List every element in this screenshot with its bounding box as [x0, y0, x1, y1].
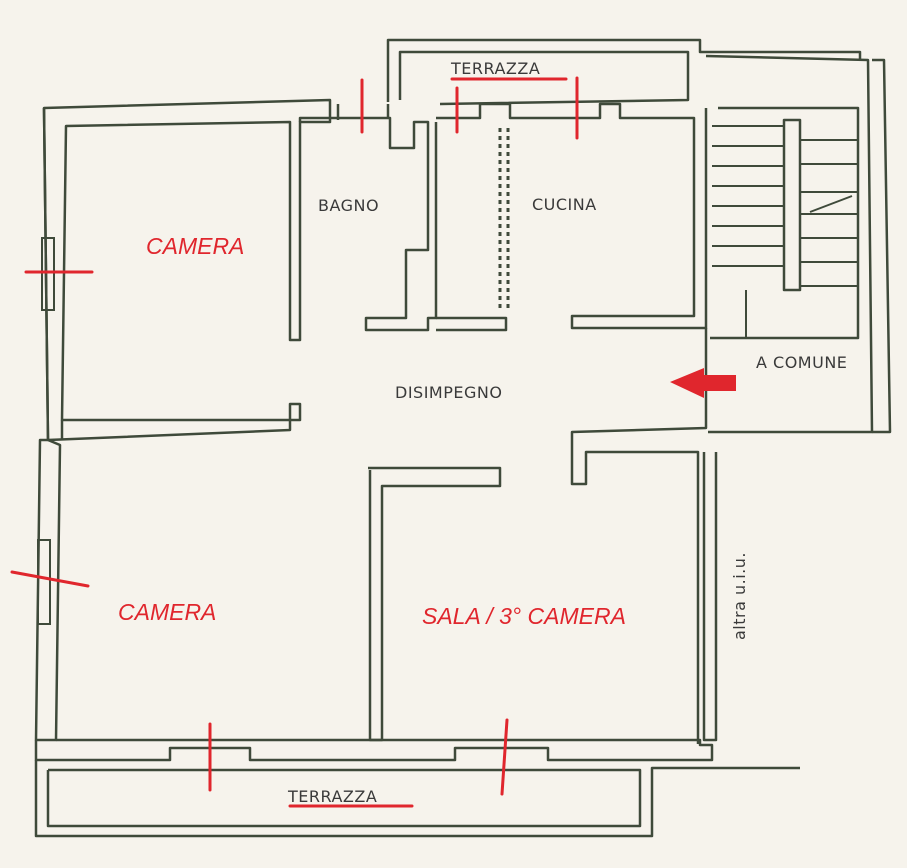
label-bedroom-bottom: CAMERA [118, 599, 216, 625]
terrace-bottom-inner [46, 768, 642, 828]
label-other-unit: altra u.i.u. [730, 552, 749, 640]
stairwell-outline [705, 54, 874, 434]
window-bedroom-top [41, 237, 55, 311]
terrace-top-inner [398, 50, 690, 106]
stairwell-right-wall [872, 58, 892, 434]
mark-bedroom-bottom-window [10, 570, 90, 588]
stairwell-inner [710, 106, 860, 340]
label-hallway: DISIMPEGNO [395, 383, 502, 402]
walls [34, 38, 892, 838]
label-bathroom: BAGNO [318, 196, 379, 215]
outer-wall-left [34, 107, 62, 742]
arrow-left-icon [670, 368, 736, 398]
mark-living-door [500, 718, 509, 796]
kitchen-walls [436, 102, 708, 330]
windows [37, 237, 55, 625]
label-terrace-top: TERRAZZA [450, 59, 540, 78]
outer-wall-top-left [42, 98, 332, 442]
hallway-right-wall [570, 328, 708, 744]
terrace-bottom-outline [34, 760, 800, 838]
terrace-top-outline [386, 38, 862, 102]
label-kitchen: CUCINA [532, 195, 597, 214]
label-bedroom-top: CAMERA [146, 233, 244, 259]
red-marks [10, 76, 579, 808]
label-living-room: SALA / 3° CAMERA [422, 603, 626, 629]
label-common-area: A COMUNE [756, 353, 847, 372]
living-room-top-wall [368, 466, 502, 742]
window-bedroom-bottom [37, 539, 51, 625]
bathroom-top-wall [336, 104, 390, 120]
stair-steps [712, 125, 858, 338]
bathroom-walls [298, 116, 438, 332]
stair-core [782, 118, 802, 292]
kitchen-bottom-wall [436, 316, 508, 332]
label-terrace-bottom: TERRAZZA [287, 787, 377, 806]
other-unit-wall [702, 452, 718, 742]
outer-wall-bottom [34, 738, 714, 762]
